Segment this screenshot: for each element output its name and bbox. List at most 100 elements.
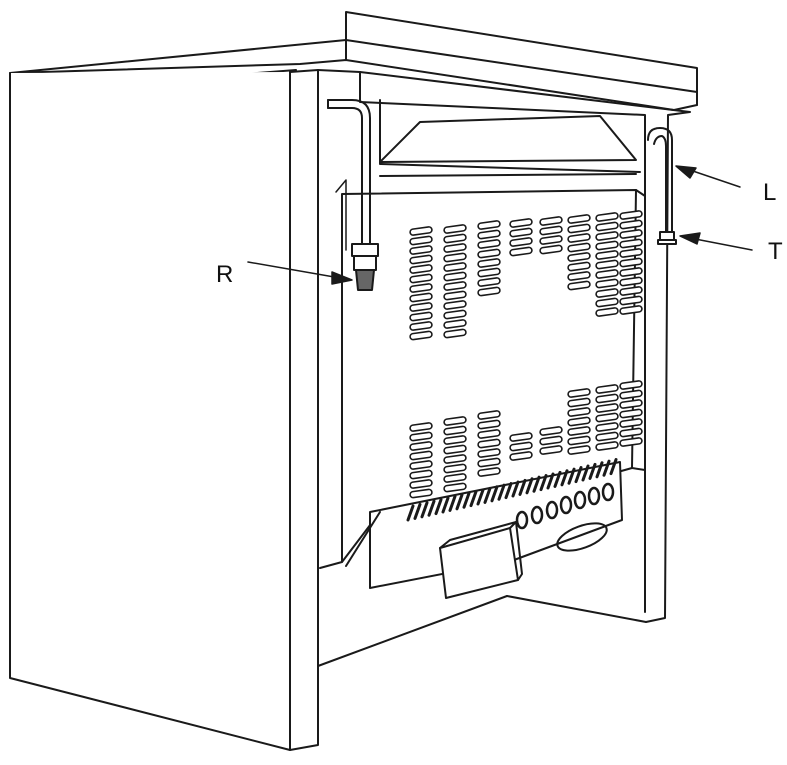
louvre-slit <box>476 488 485 506</box>
vent-slot <box>477 220 501 230</box>
louvre-slit <box>525 477 534 495</box>
louvre-slit <box>511 480 520 498</box>
vent-slot <box>409 330 433 341</box>
vent-slot <box>619 380 643 390</box>
louvre-slit <box>532 475 541 493</box>
vent-slot <box>443 309 467 320</box>
vent-slot <box>567 435 591 446</box>
vent-slot <box>567 397 591 408</box>
vent-slot <box>539 445 563 455</box>
vent-slot <box>595 422 619 432</box>
vent-slot <box>443 290 467 301</box>
louvre-slit <box>441 496 450 514</box>
right-gas-pipe <box>647 127 673 233</box>
vent-slot <box>477 267 501 278</box>
vent-slot <box>595 288 619 298</box>
vent-slot <box>567 280 591 291</box>
vent-slot <box>595 297 619 308</box>
vent-slot <box>619 286 643 296</box>
vent-slot <box>477 248 501 259</box>
louvre-slit <box>427 499 436 517</box>
vent-slot <box>619 418 643 428</box>
vent-slot <box>409 479 433 489</box>
rear-top-panel <box>379 99 641 177</box>
louvre-slit <box>595 461 604 479</box>
vent-slot <box>595 384 619 394</box>
vent-slot <box>443 319 467 329</box>
vent-slot <box>595 441 619 451</box>
vent-slot <box>595 269 619 279</box>
vent-slot <box>539 235 563 245</box>
callout-label-l: L <box>763 179 777 206</box>
vent-slot <box>477 419 501 430</box>
vent-slot <box>443 435 467 445</box>
control-strip <box>345 461 623 589</box>
vent-slot <box>595 221 619 232</box>
fitting-r <box>351 243 379 291</box>
vent-slot <box>595 240 619 251</box>
vent-slot <box>539 244 563 255</box>
vent-slot <box>619 210 643 220</box>
vent-slot <box>567 426 591 436</box>
vent-slot <box>477 438 501 449</box>
terminal-box <box>439 521 523 599</box>
vent-slot <box>409 292 433 303</box>
vent-slot <box>595 231 619 241</box>
vent-slot <box>567 388 591 398</box>
vent-slot <box>595 412 619 423</box>
vent-slot <box>443 444 467 455</box>
louvre-slit <box>504 482 513 500</box>
vent-slot <box>443 463 467 474</box>
vent-slot <box>619 295 643 306</box>
vent-slot <box>539 216 563 226</box>
vent-slot <box>409 273 433 284</box>
louvre-slit <box>581 464 590 482</box>
louvre-slit <box>567 467 576 485</box>
louvre-slit <box>560 469 569 487</box>
vent-slot <box>619 267 643 277</box>
vent-slot <box>409 450 433 461</box>
vent-slot <box>409 422 433 432</box>
control-holes <box>515 482 615 530</box>
vent-slot <box>477 467 501 477</box>
vent-slot <box>409 311 433 322</box>
louvre-slit <box>497 483 506 501</box>
vent-slot <box>567 271 591 281</box>
vent-slot <box>539 426 563 436</box>
vent-slot <box>509 227 533 238</box>
vent-slot <box>477 429 501 439</box>
vent-slot <box>595 393 619 404</box>
vent-slot <box>509 451 533 461</box>
vent-slot <box>409 245 433 255</box>
vent-slot <box>619 427 643 438</box>
louvre-slit <box>588 462 597 480</box>
louvre-slit <box>469 490 478 508</box>
vent-slot <box>443 233 467 244</box>
vent-slot <box>509 237 533 247</box>
vent-slot <box>477 239 501 249</box>
vent-slot <box>619 399 643 409</box>
vent-slot <box>409 321 433 331</box>
vent-slot <box>567 242 591 253</box>
vent-slot <box>619 437 643 447</box>
vent-slot <box>567 407 591 417</box>
vent-slot <box>619 408 643 419</box>
callout-label-t: T <box>768 238 783 265</box>
vent-slot <box>567 252 591 262</box>
vent-slot <box>539 435 563 446</box>
callout-arrow-r <box>247 261 353 285</box>
vent-slot <box>619 219 643 230</box>
vent-slot <box>595 278 619 289</box>
louvre-slit <box>553 470 562 488</box>
callout-arrow-t <box>679 232 753 251</box>
vent-slot <box>409 254 433 265</box>
vent-slot <box>409 441 433 451</box>
vent-slot <box>595 212 619 222</box>
vent-slot <box>567 445 591 455</box>
louvre-slit <box>483 486 492 504</box>
vent-slot <box>509 218 533 228</box>
vent-slot <box>595 250 619 260</box>
vent-slot <box>409 226 433 236</box>
vent-slot <box>409 431 433 442</box>
